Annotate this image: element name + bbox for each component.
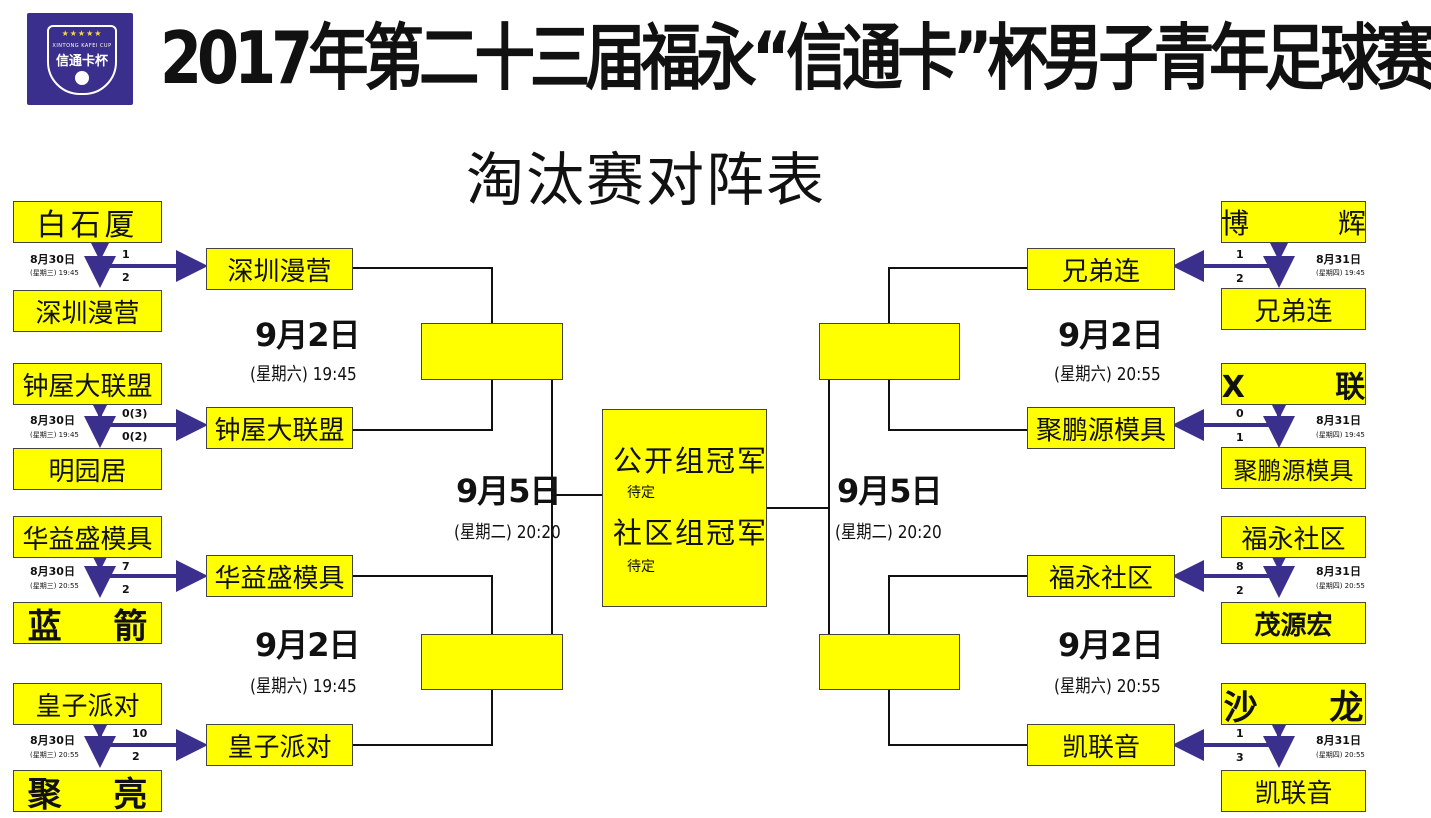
- match-date: 8月30日: [30, 565, 75, 578]
- match-date: 8月30日: [30, 414, 75, 427]
- arrow-connectors: [84, 229, 1295, 768]
- semifinal-slot: [819, 323, 960, 380]
- score: 1: [1236, 727, 1244, 740]
- match-date: 8月31日: [1316, 414, 1361, 427]
- page-subtitle: 淘汰赛对阵表: [466, 146, 827, 214]
- semifinal-date: 9月2日: [255, 626, 361, 664]
- score: 2: [132, 750, 140, 763]
- score: 1: [1236, 248, 1244, 261]
- semifinal-date: 9月2日: [1058, 626, 1164, 664]
- match-date: 8月30日: [30, 734, 75, 747]
- match-time: (星期三) 19:45: [30, 431, 79, 439]
- score: 0: [1236, 407, 1244, 420]
- winner-box: 兄弟连: [1027, 248, 1175, 290]
- winner-box: 深圳漫营: [206, 248, 353, 290]
- final-date: 9月5日: [837, 472, 943, 510]
- winner-box: 皇子派对: [206, 724, 353, 766]
- football-icon: [75, 71, 89, 85]
- semifinal-time: (星期六) 20:55: [1054, 676, 1161, 697]
- team-box: 茂源宏: [1221, 602, 1366, 644]
- winner-box: 凯联音: [1027, 724, 1175, 766]
- champion-community-status: 待定: [627, 559, 655, 575]
- team-box: 华益盛模具: [13, 516, 162, 558]
- logo-stars: ★★★★★: [61, 29, 103, 38]
- score: 0(3): [122, 407, 148, 420]
- semifinal-date: 9月2日: [255, 316, 361, 354]
- team-box: 沙 龙: [1221, 683, 1366, 728]
- score: 1: [122, 248, 130, 261]
- match-date: 8月31日: [1316, 253, 1361, 266]
- champion-community-label: 社区组冠军: [613, 516, 769, 550]
- match-time: (星期四) 20:55: [1316, 582, 1365, 590]
- winner-box: 钟屋大联盟: [206, 407, 353, 449]
- semifinal-slot: [421, 634, 563, 690]
- bracket-connectors: [353, 267, 1027, 746]
- score: 10: [132, 727, 148, 740]
- semifinal-date: 9月2日: [1058, 316, 1164, 354]
- score: 7: [122, 560, 130, 573]
- match-date: 8月31日: [1316, 565, 1361, 578]
- team-box: 博 辉: [1221, 201, 1366, 243]
- team-box: X 联: [1221, 363, 1366, 405]
- semifinal-slot: [421, 323, 563, 380]
- final-time: (星期二) 20:20: [835, 522, 942, 543]
- team-box: 聚 亮: [13, 770, 162, 815]
- semifinal-time: (星期六) 19:45: [250, 364, 357, 385]
- team-box: 明园居: [13, 448, 162, 490]
- score: 1: [1236, 431, 1244, 444]
- champion-open-status: 待定: [627, 485, 655, 501]
- match-time: (星期三) 19:45: [30, 269, 79, 277]
- logo-text-en: XINTONG KAFEI CUP: [52, 43, 112, 49]
- score: 2: [1236, 584, 1244, 597]
- winner-box: 聚鹏源模具: [1027, 407, 1175, 449]
- score: 2: [1236, 272, 1244, 285]
- logo-text-cn: 信通卡杯: [55, 54, 108, 69]
- match-time: (星期四) 19:45: [1316, 269, 1365, 277]
- logo-shield: ★★★★★ XINTONG KAFEI CUP 信通卡杯: [47, 25, 117, 95]
- cup-logo: ★★★★★ XINTONG KAFEI CUP 信通卡杯: [27, 13, 133, 105]
- score: 2: [122, 271, 130, 284]
- champion-open-label: 公开组冠军: [613, 444, 769, 478]
- final-date: 9月5日: [456, 472, 562, 510]
- team-box: 凯联音: [1221, 770, 1366, 812]
- score: 8: [1236, 560, 1244, 573]
- team-box: 钟屋大联盟: [13, 363, 162, 405]
- match-date: 8月30日: [30, 253, 75, 266]
- semifinal-slot: [819, 634, 960, 690]
- semifinal-time: (星期六) 19:45: [250, 676, 357, 697]
- team-box: 深圳漫营: [13, 290, 162, 332]
- score: 3: [1236, 751, 1244, 764]
- match-time: (星期四) 20:55: [1316, 751, 1365, 759]
- match-date: 8月31日: [1316, 734, 1361, 747]
- team-box: 蓝 箭: [13, 602, 162, 647]
- team-box: 白石厦: [13, 201, 162, 243]
- bracket-lines: [84, 229, 1295, 768]
- semifinal-time: (星期六) 20:55: [1054, 364, 1161, 385]
- match-time: (星期四) 19:45: [1316, 431, 1365, 439]
- champion-box: 公开组冠军 待定 社区组冠军 待定: [602, 409, 767, 607]
- winner-box: 华益盛模具: [206, 555, 353, 597]
- team-box: 皇子派对: [13, 683, 162, 725]
- score: 2: [122, 583, 130, 596]
- score: 0(2): [122, 430, 148, 443]
- team-box: 兄弟连: [1221, 288, 1366, 330]
- final-time: (星期二) 20:20: [454, 522, 561, 543]
- winner-box: 福永社区: [1027, 555, 1175, 597]
- match-time: (星期三) 20:55: [30, 582, 79, 590]
- match-time: (星期三) 20:55: [30, 751, 79, 759]
- team-box: 福永社区: [1221, 516, 1366, 558]
- team-box: 聚鹏源模具: [1221, 447, 1366, 489]
